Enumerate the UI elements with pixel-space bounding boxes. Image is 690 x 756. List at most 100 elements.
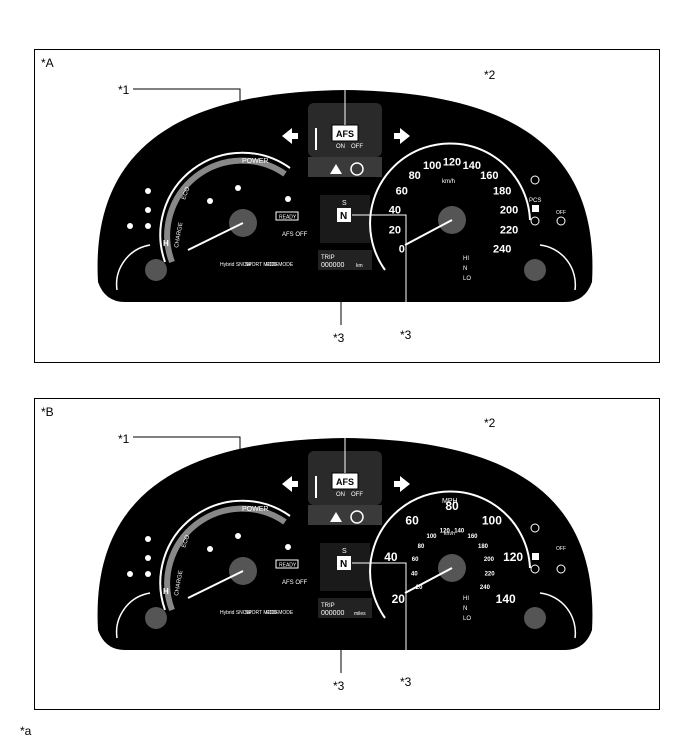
svg-text:S: S — [342, 200, 347, 207]
afs-title-a: AFS — [336, 129, 354, 139]
speedo-tick-a: 140 — [463, 160, 481, 172]
speedo-tick-b: 120 — [503, 550, 523, 564]
leader-b2 — [344, 420, 481, 473]
svg-text:READY: READY — [279, 215, 297, 221]
svg-text:miles: miles — [354, 611, 366, 617]
turn-right-arrow-icon — [394, 128, 410, 144]
warning-triangle-icon — [330, 164, 342, 174]
callout-b1: *1 — [118, 432, 130, 446]
svg-text:AFS OFF: AFS OFF — [282, 232, 308, 238]
eco-label-a: ECO — [181, 186, 191, 201]
svg-text:ON: ON — [336, 492, 345, 498]
speedo-tick-a: 80 — [409, 170, 421, 182]
speedo-tick-b: 100 — [482, 514, 502, 528]
cluster-b: AFS ON OFF POWER ECO CHARGE H READY AFS … — [97, 420, 593, 673]
speedo-inner-tick-b: 80 — [418, 544, 425, 550]
svg-text:ECO MODE: ECO MODE — [266, 610, 294, 616]
speedo-inner-tick-b: 180 — [478, 544, 489, 550]
svg-text:ECO: ECO — [181, 534, 191, 549]
panel-a-label: *A — [41, 56, 54, 70]
leader-b3-right — [352, 562, 407, 670]
panel-b-label: *B — [41, 405, 54, 419]
svg-text:CHARGE: CHARGE — [174, 570, 184, 596]
leader-a2 — [344, 72, 481, 125]
gear-indicator-a — [337, 208, 351, 222]
callout-b3-left: *3 — [333, 679, 345, 693]
callout-a2: *2 — [484, 68, 496, 82]
speedo-tick-a: 0 — [399, 244, 405, 256]
leader-a1 — [133, 88, 241, 152]
svg-text:Hybrid SNOW: Hybrid SNOW — [220, 610, 252, 616]
ready-indicator-a — [275, 211, 299, 221]
afs-on-a: ON — [336, 144, 345, 150]
svg-text:S: S — [342, 548, 347, 555]
svg-text:N: N — [340, 559, 347, 570]
svg-text:LO: LO — [463, 276, 471, 282]
callout-a1: *1 — [118, 83, 130, 97]
speedo-tick-a: 180 — [493, 186, 511, 198]
speedo-inner-tick-b: 100 — [426, 534, 437, 540]
speedo-inner-tick-b: 60 — [412, 557, 419, 563]
speedo-tick-a: 40 — [389, 205, 401, 217]
speedo-tick-a: 200 — [500, 205, 518, 217]
svg-text:HI: HI — [463, 256, 469, 262]
svg-text:H: H — [163, 587, 169, 596]
speedo-tick-a: 20 — [389, 225, 401, 237]
pcs-label-a: PCS — [529, 198, 541, 204]
speedo-tick-a: 100 — [423, 160, 441, 172]
speedo-tick-a: 120 — [443, 157, 461, 169]
callout-b2: *2 — [484, 416, 496, 430]
odo-unit-a: km — [356, 263, 363, 269]
gear-letter-a: N — [340, 211, 347, 222]
speedo-inner-tick-b: 240 — [480, 585, 491, 591]
svg-text:SPORT MODE: SPORT MODE — [245, 262, 279, 268]
speedo-tick-a: 160 — [480, 170, 498, 182]
power-label-a: POWER — [242, 158, 268, 165]
leader-a3-right — [352, 214, 407, 322]
turn-left-arrow-icon — [282, 128, 298, 144]
svg-text:N: N — [463, 266, 467, 272]
callout-a3-left: *3 — [333, 331, 345, 345]
leader-b1 — [133, 436, 241, 500]
speedo-unit-b: MPH — [442, 498, 458, 505]
svg-text:OFF: OFF — [556, 210, 566, 216]
brake-warning-icon — [350, 162, 364, 176]
svg-text:HI: HI — [463, 596, 469, 602]
odo-digits-a: 000000 — [321, 262, 344, 269]
svg-text:000000: 000000 — [321, 610, 344, 617]
speedo-unit-a: km/h — [442, 179, 455, 185]
callout-a3-right: *3 — [400, 328, 412, 342]
speedo-inner-tick-b: 160 — [467, 534, 478, 540]
svg-text:LO: LO — [463, 616, 471, 622]
footer-label: *a — [20, 724, 32, 738]
charge-label-a: CHARGE — [174, 222, 184, 248]
callout-b3-right: *3 — [400, 675, 412, 689]
speedo-inner-tick-b: 200 — [484, 557, 495, 563]
speedo-tick-b: 80 — [445, 499, 459, 513]
afs-off-a: OFF — [351, 144, 363, 150]
cluster-a: AFS ON OFF POWER ECO CHARGE H READY AFS … — [97, 72, 593, 325]
svg-text:POWER: POWER — [242, 506, 268, 513]
speedo-inner-tick-b: 40 — [411, 571, 418, 577]
svg-text:OFF: OFF — [556, 546, 566, 552]
svg-text:N: N — [463, 606, 467, 612]
svg-text:AFS OFF: AFS OFF — [282, 580, 308, 586]
speedo-inner-tick-b: 220 — [485, 571, 496, 577]
speedo-tick-a: 240 — [493, 244, 511, 256]
speedo-inner-tick-b: 120 — [440, 529, 451, 535]
svg-text:SPORT MODE: SPORT MODE — [245, 610, 279, 616]
gear-indicator-b — [337, 556, 351, 570]
speedo-tick-b: 20 — [392, 592, 406, 606]
svg-text:H: H — [163, 239, 169, 248]
speedo-inner-tick-b: 140 — [454, 529, 465, 535]
svg-text:Hybrid SNOW: Hybrid SNOW — [220, 262, 252, 268]
speedo-tick-a: 220 — [500, 225, 518, 237]
speedo-inner-unit-b: km/h — [444, 531, 455, 537]
speedo-inner-tick-b: 20 — [416, 585, 423, 591]
speedo-tick-b: 60 — [405, 514, 419, 528]
svg-text:OFF: OFF — [351, 492, 363, 498]
afs-title-b: AFS — [336, 477, 354, 487]
